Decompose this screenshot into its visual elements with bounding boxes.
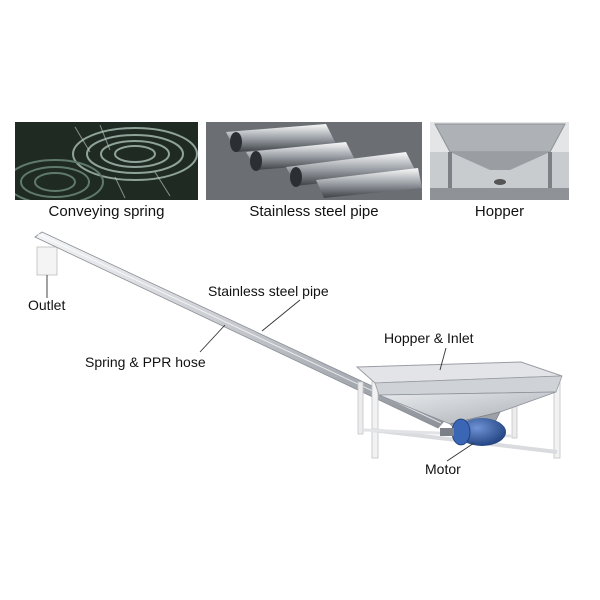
hopper-photo-icon bbox=[430, 122, 569, 200]
steel-pipe-photo-icon bbox=[206, 122, 422, 200]
stainless-steel-pipe-photo bbox=[206, 122, 422, 200]
label-outlet: Outlet bbox=[28, 297, 66, 313]
label-stainless-steel-pipe: Stainless steel pipe bbox=[208, 283, 329, 299]
caption-conveying-spring: Conveying spring bbox=[48, 203, 165, 220]
label-spring-ppr-hose: Spring & PPR hose bbox=[85, 354, 206, 370]
label-hopper-inlet: Hopper & Inlet bbox=[384, 330, 474, 346]
leader-lines bbox=[46, 275, 475, 462]
motor bbox=[440, 418, 506, 446]
label-motor: Motor bbox=[425, 461, 461, 477]
spring-photo-icon bbox=[15, 122, 198, 200]
conveying-spring-photo bbox=[15, 122, 198, 200]
hopper-photo bbox=[430, 122, 569, 200]
caption-hopper: Hopper bbox=[474, 203, 525, 220]
caption-stainless-steel-pipe: Stainless steel pipe bbox=[249, 203, 379, 220]
hopper-body bbox=[355, 361, 563, 433]
outlet-box bbox=[36, 246, 58, 276]
